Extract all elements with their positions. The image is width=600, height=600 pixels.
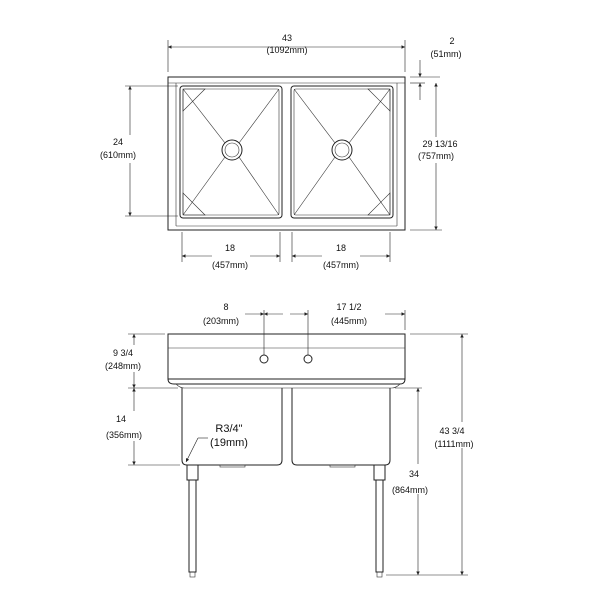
right-bowl <box>290 85 394 219</box>
bowl-height-in: 14 <box>116 414 126 424</box>
rim-height-in: 34 <box>409 469 419 479</box>
right-bowl-width-in: 18 <box>336 243 346 253</box>
backsplash-mm: (51mm) <box>431 49 462 59</box>
right-bowl-width-mm: (457mm) <box>323 260 359 270</box>
faucet-offset-in: 17 1/2 <box>336 302 361 312</box>
overall-width-in: 43 <box>282 33 292 43</box>
faucet-spacing-mm: (203mm) <box>203 316 239 326</box>
backsplash <box>167 333 406 380</box>
right-leg <box>373 464 386 578</box>
top-view: 43 (1092mm) 2 (51mm) 24 (610mm) 29 13/16… <box>100 33 462 270</box>
backsplash-height-in: 9 3/4 <box>113 348 133 358</box>
faucet-spacing-in: 8 <box>223 302 228 312</box>
corner-radius-in: R3/4" <box>215 423 242 435</box>
overall-height-in: 43 3/4 <box>439 426 464 436</box>
overall-depth-in: 29 13/16 <box>422 139 457 149</box>
overall-depth-mm: (757mm) <box>418 151 454 161</box>
right-bowl <box>291 388 391 466</box>
left-bowl-width-mm: (457mm) <box>212 260 248 270</box>
corner-radius-mm: (19mm) <box>210 437 248 449</box>
bowl-height-mm: (356mm) <box>106 430 142 440</box>
overall-height-mm: (1111mm) <box>434 439 473 449</box>
left-bowl <box>179 85 283 219</box>
front-view: 8 (203mm) 17 1/2 (445mm) 9 3/4 (248mm) 1… <box>105 302 474 578</box>
backsplash-height-mm: (248mm) <box>105 361 141 371</box>
left-bowl-width-in: 18 <box>225 243 235 253</box>
rim-height-mm: (864mm) <box>392 485 428 495</box>
backsplash-in: 2 <box>449 36 454 46</box>
bowl-depth-mm: (610mm) <box>100 150 136 160</box>
faucet-offset-mm: (445mm) <box>331 316 367 326</box>
overall-width-mm: (1092mm) <box>266 45 307 55</box>
drain-icon <box>221 139 243 161</box>
left-leg <box>186 464 199 578</box>
sink-outline <box>167 76 406 231</box>
bowl-depth-in: 24 <box>113 137 123 147</box>
drain-icon <box>331 139 353 161</box>
faucet-hole-icon <box>303 354 313 364</box>
faucet-hole-icon <box>259 354 269 364</box>
